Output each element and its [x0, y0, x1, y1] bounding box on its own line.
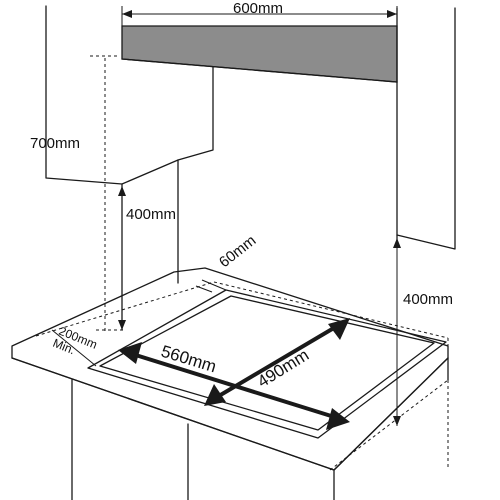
label-600: 600mm — [233, 0, 283, 17]
right-wall — [396, 7, 456, 250]
dimension-400-left — [118, 186, 126, 330]
label-400-left: 400mm — [126, 206, 176, 223]
worktop — [11, 267, 449, 500]
hob-cutout — [87, 289, 447, 439]
dimension-400-right — [393, 238, 401, 426]
label-700: 700mm — [30, 135, 80, 152]
dimension-60 — [195, 279, 227, 293]
extractor-hood — [121, 25, 398, 83]
arrow-right — [387, 10, 397, 18]
dimension-200-min — [51, 329, 97, 367]
dimension-600 — [121, 6, 398, 26]
label-400-right: 400mm — [403, 291, 453, 308]
hood-body — [121, 25, 398, 83]
cutout-arrow-490 — [204, 318, 350, 406]
label-60: 60mm — [216, 232, 259, 271]
arrow-left — [122, 10, 132, 18]
